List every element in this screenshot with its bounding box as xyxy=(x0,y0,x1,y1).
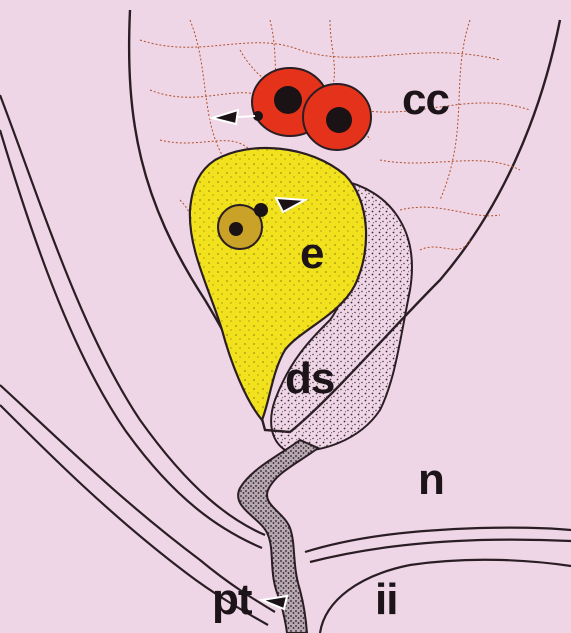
label-e: e xyxy=(300,232,323,276)
label-pt: pt xyxy=(212,578,252,622)
label-ii: ii xyxy=(375,578,397,622)
polar-nuclei xyxy=(252,68,371,150)
label-ds: ds xyxy=(285,357,334,401)
label-n: n xyxy=(418,458,444,502)
arrowhead-polar xyxy=(212,110,238,124)
label-cc: cc xyxy=(402,78,449,122)
